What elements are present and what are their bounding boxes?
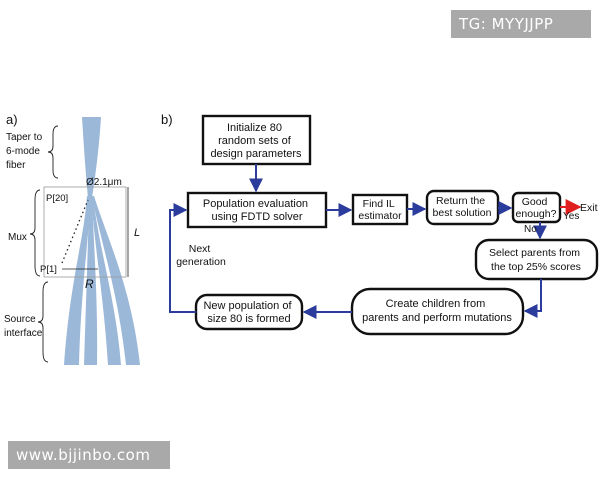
initialize-line: Initialize 80 bbox=[227, 122, 282, 134]
new-population-line: New population of bbox=[203, 300, 292, 312]
next-generation-line: generation bbox=[176, 256, 226, 268]
find-il-line: Find IL bbox=[363, 198, 395, 210]
source-brace bbox=[37, 281, 49, 363]
waveguide-structure bbox=[64, 117, 140, 365]
next-generation-line: Next bbox=[189, 243, 211, 255]
arrow-select-to-children bbox=[523, 279, 542, 318]
taper-label-line: Taper to bbox=[6, 132, 43, 143]
waveguide-branch-4 bbox=[92, 196, 140, 365]
mux-label: Mux bbox=[8, 232, 27, 243]
taper-label: Taper to 6-mode fiber bbox=[6, 132, 45, 171]
taper-waveguide bbox=[82, 117, 101, 198]
taper-label-line: fiber bbox=[6, 160, 26, 171]
new-population-line: size 80 is formed bbox=[207, 313, 290, 325]
initialize-line: random sets of bbox=[218, 135, 292, 147]
arrow-newpop-to-eval bbox=[169, 203, 196, 313]
panel-b: b) Initialize 80 random sets of design p… bbox=[161, 112, 599, 336]
waveguide-branch-1 bbox=[64, 196, 91, 365]
panel-b-tag: b) bbox=[161, 112, 173, 127]
taper-brace bbox=[47, 125, 59, 179]
l-label: L bbox=[134, 227, 140, 239]
p-bottom-label: P[1] bbox=[40, 264, 57, 275]
select-parents-box bbox=[474, 238, 599, 281]
initialize-text: Initialize 80 random sets of design para… bbox=[210, 122, 302, 160]
panel-a-tag: a) bbox=[6, 112, 18, 127]
source-label: Source interface bbox=[4, 314, 43, 339]
new-population-text: New population of size 80 is formed bbox=[203, 300, 294, 325]
good-enough-line: enough? bbox=[516, 208, 557, 220]
select-parents-line: the top 25% scores bbox=[491, 261, 581, 273]
waveguide-branch-3 bbox=[91, 196, 121, 365]
r-label: R bbox=[85, 277, 94, 291]
create-children-text: Create children from parents and perform… bbox=[362, 298, 512, 324]
evaluation-text: Population evaluation using FDTD solver bbox=[203, 198, 311, 223]
exit-label: Exit bbox=[580, 202, 598, 214]
watermark-top: TG: MYYJJPP bbox=[451, 10, 591, 38]
next-generation-label: Next generation bbox=[176, 243, 226, 268]
diameter-label: Ø2.1μm bbox=[86, 177, 122, 188]
good-enough-line: Good bbox=[522, 196, 548, 208]
taper-label-line: 6-mode bbox=[6, 146, 40, 157]
select-parents-text: Select parents from the top 25% scores bbox=[489, 247, 583, 273]
create-children-line: parents and perform mutations bbox=[362, 312, 512, 324]
watermark-bottom: www.bjjinbo.com bbox=[8, 441, 170, 469]
find-il-line: estimator bbox=[358, 210, 402, 222]
evaluation-line: Population evaluation bbox=[203, 198, 308, 210]
panel-a: a) P[20] P[1] Ø2.1μm R L Taper to 6- bbox=[4, 112, 140, 365]
evaluation-line: using FDTD solver bbox=[211, 211, 302, 223]
good-enough-text: Good enough? bbox=[516, 196, 557, 220]
find-il-text: Find IL estimator bbox=[358, 198, 402, 222]
return-line: Return the bbox=[436, 195, 485, 207]
initialize-box bbox=[201, 114, 312, 166]
mux-region-frame bbox=[43, 186, 127, 278]
return-line: best solution bbox=[433, 207, 492, 219]
yes-label: Yes bbox=[563, 211, 579, 222]
no-label: No bbox=[524, 224, 537, 235]
create-children-line: Create children from bbox=[386, 298, 486, 310]
waveguide-branch-2 bbox=[84, 196, 98, 365]
source-label-line: Source bbox=[4, 314, 36, 325]
source-label-line: interface bbox=[4, 328, 43, 339]
return-text: Return the best solution bbox=[433, 195, 492, 219]
p-top-label: P[20] bbox=[46, 193, 68, 204]
mux-brace bbox=[29, 189, 41, 277]
initialize-line: design parameters bbox=[210, 148, 302, 160]
select-parents-line: Select parents from bbox=[489, 247, 580, 259]
